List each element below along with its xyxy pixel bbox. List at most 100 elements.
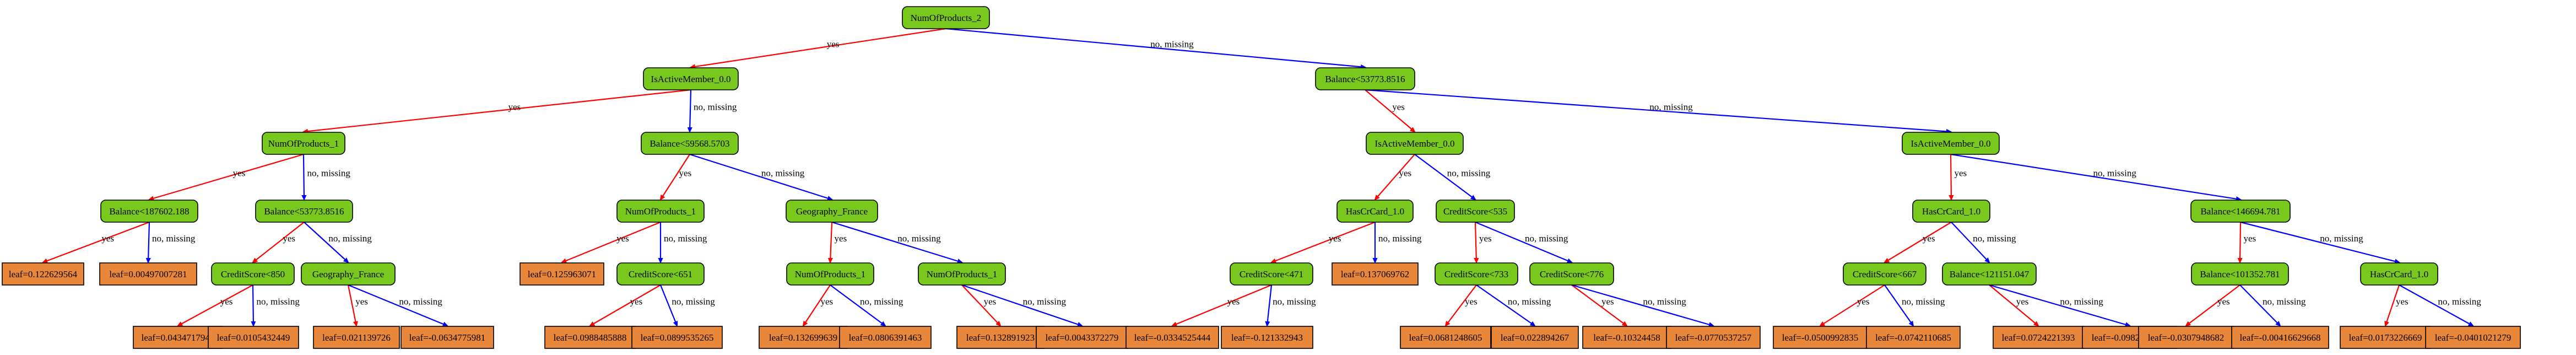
split-node: NumOfProducts_1 xyxy=(786,262,874,286)
edge-yes xyxy=(1989,284,2038,326)
leaf-box xyxy=(1773,326,1868,349)
edge-no xyxy=(1475,221,1572,262)
edge-label-yes: yes xyxy=(1465,297,1478,307)
edge-label-no: no, missing xyxy=(256,297,300,307)
split-node: CreditScore<733 xyxy=(1435,262,1518,286)
edge-yes xyxy=(590,284,661,326)
split-box xyxy=(918,262,1006,286)
leaf-node: leaf=0.00497007281 xyxy=(99,262,197,286)
node-label: Balance<101352.781 xyxy=(2200,269,2280,279)
split-node: HasCrCard_1.0 xyxy=(2360,262,2438,286)
edge-yes xyxy=(1475,222,1476,262)
edge-label-no: no, missing xyxy=(2263,297,2306,307)
split-box xyxy=(616,262,705,286)
edge-yes xyxy=(347,284,356,326)
edge-no xyxy=(1365,89,1951,132)
leaf-box xyxy=(2340,326,2431,349)
node-label: CreditScore<733 xyxy=(1444,269,1508,279)
edge-yes xyxy=(1820,284,1885,326)
node-label: IsActiveMember_0.0 xyxy=(1375,138,1455,149)
split-node: IsActiveMember_0.0 xyxy=(643,67,739,90)
leaf-box xyxy=(1036,326,1128,349)
node-label: CreditScore<651 xyxy=(629,269,692,279)
edge-no xyxy=(2239,284,2280,326)
edge-label-no: no, missing xyxy=(1525,233,1568,244)
edge-label-no: no, missing xyxy=(328,233,372,244)
node-label: Geography_France xyxy=(312,269,384,279)
split-box xyxy=(1230,262,1313,286)
leaf-node: leaf=0.0173226669 xyxy=(2340,326,2431,349)
split-box xyxy=(1529,262,1614,286)
edge-label-no: no, missing xyxy=(2320,233,2363,244)
leaf-node: leaf=0.132699639 xyxy=(759,326,848,349)
leaf-box xyxy=(544,326,636,349)
edge-label-no: no, missing xyxy=(1273,297,1316,307)
edge-no xyxy=(1476,284,1535,326)
edge-yes xyxy=(304,89,691,132)
split-box xyxy=(1336,200,1414,223)
split-box xyxy=(902,6,990,29)
edge-label-yes: yes xyxy=(283,233,295,244)
leaf-node: leaf=-0.0401021279 xyxy=(2425,326,2521,349)
edge-no xyxy=(1571,284,1713,326)
edge-label-yes: yes xyxy=(508,101,521,112)
edge-label-no: no, missing xyxy=(1649,101,1693,112)
edge-no xyxy=(689,153,832,200)
leaf-node: leaf=0.0899535265 xyxy=(631,326,723,349)
leaf-node: leaf=0.125963071 xyxy=(519,262,604,286)
node-label: NumOfProducts_1 xyxy=(795,269,865,279)
node-label: leaf=-0.00416629668 xyxy=(2240,332,2321,343)
leaf-box xyxy=(839,326,932,349)
leaf-node: leaf=-0.00416629668 xyxy=(2231,326,2329,349)
edge-label-yes: yes xyxy=(616,233,629,244)
leaf-node: leaf=-0.0500992835 xyxy=(1773,326,1868,349)
split-node: Balance<59568.5703 xyxy=(641,132,739,155)
node-label: leaf=0.0681248605 xyxy=(1409,332,1482,343)
node-label: leaf=0.0724221393 xyxy=(2002,332,2075,343)
edge-no xyxy=(1989,284,2130,326)
leaf-box xyxy=(519,262,604,286)
leaf-box xyxy=(99,262,197,286)
node-label: Balance<121151.047 xyxy=(1950,269,2030,279)
leaf-node: leaf=-0.0770537257 xyxy=(1666,326,1761,349)
leaf-node: leaf=0.022894267 xyxy=(1491,326,1579,349)
node-label: CreditScore<471 xyxy=(1240,269,1303,279)
split-box xyxy=(786,262,874,286)
edge-label-no: no, missing xyxy=(694,101,737,112)
leaf-node: leaf=0.0105432449 xyxy=(208,326,299,349)
split-node: Balance<53773.8516 xyxy=(1315,67,1415,90)
split-node: Geography_France xyxy=(786,200,878,223)
edge-yes xyxy=(562,221,661,262)
edge-yes xyxy=(2186,284,2241,326)
edge-no xyxy=(304,222,348,262)
node-label: leaf=0.00497007281 xyxy=(109,269,187,279)
node-label: Balance<187602.188 xyxy=(109,206,189,217)
edge-label-no: no, missing xyxy=(1378,233,1422,244)
edge-label-yes: yes xyxy=(984,297,997,307)
split-box xyxy=(1366,132,1464,155)
edge-yes xyxy=(1446,284,1477,326)
edge-label-no: no, missing xyxy=(2060,297,2103,307)
split-node: Balance<53773.8516 xyxy=(255,200,353,223)
node-label: Balance<59568.5703 xyxy=(650,138,729,149)
edge-yes xyxy=(1172,284,1272,326)
node-label: Balance<53773.8516 xyxy=(1325,74,1405,84)
edge-label-yes: yes xyxy=(679,168,692,178)
edge-label-no: no, missing xyxy=(307,168,350,178)
edge-yes xyxy=(661,154,690,200)
edge-yes xyxy=(1271,221,1376,262)
split-node: CreditScore<651 xyxy=(616,262,705,286)
edge-label-yes: yes xyxy=(2217,297,2230,307)
split-box xyxy=(1942,262,2037,286)
leaf-box xyxy=(1221,326,1313,349)
leaf-box xyxy=(1332,262,1419,286)
node-label: leaf=0.021139726 xyxy=(322,332,391,343)
edge-label-yes: yes xyxy=(835,233,847,244)
node-label: Balance<53773.8516 xyxy=(264,206,344,217)
edge-label-no: no, missing xyxy=(664,233,707,244)
edge-label-yes: yes xyxy=(1857,297,1870,307)
edge-yes xyxy=(830,222,832,262)
split-box xyxy=(301,262,396,286)
edge-label-yes: yes xyxy=(1392,101,1405,112)
edge-yes xyxy=(1885,222,1952,262)
